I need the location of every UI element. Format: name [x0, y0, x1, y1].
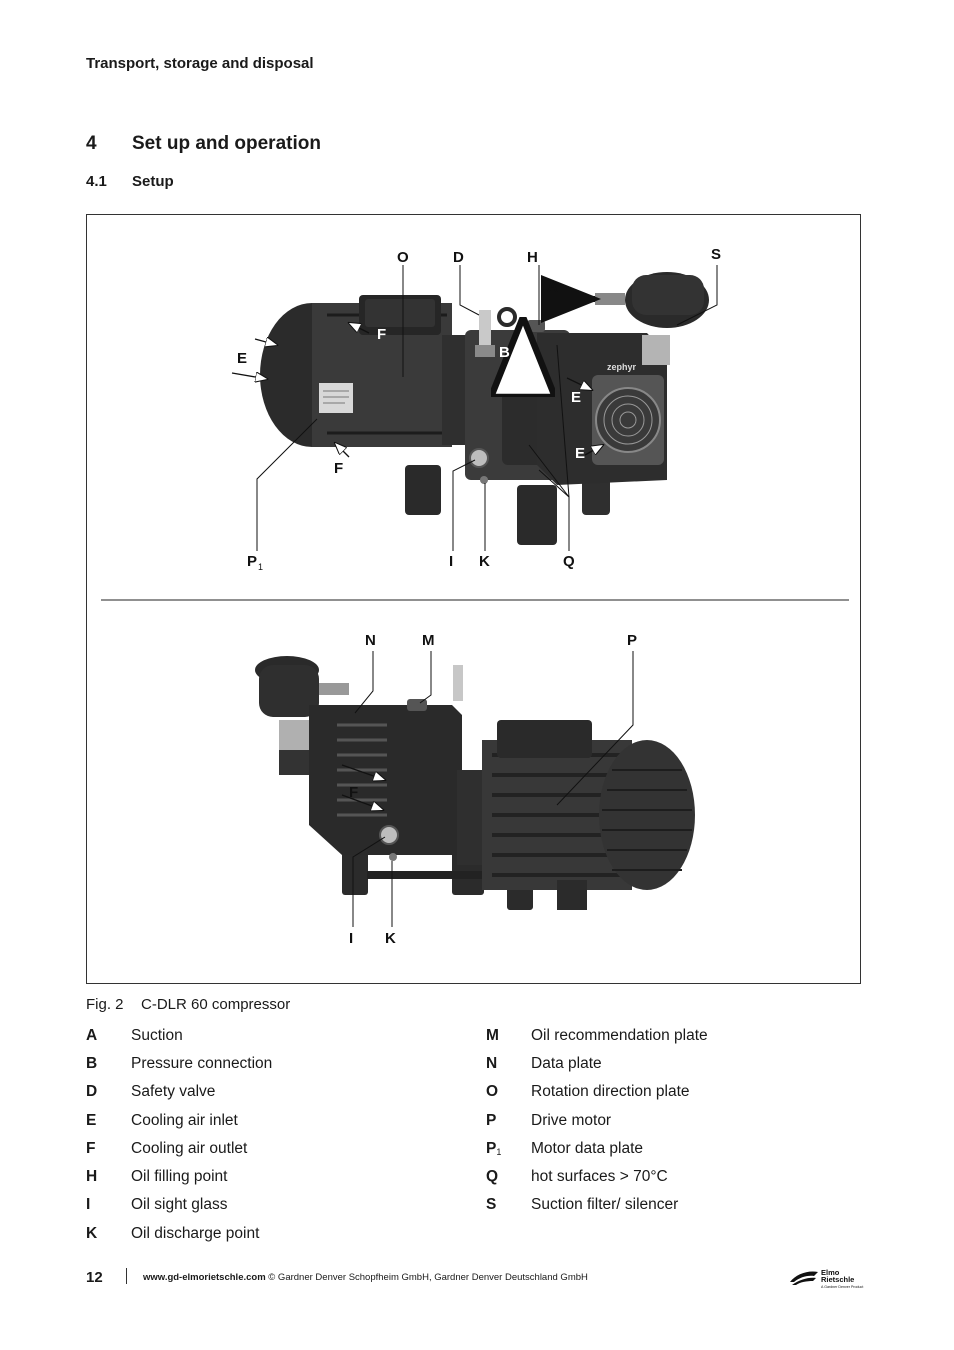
label-I: I [349, 930, 353, 947]
label-P: P [627, 632, 637, 649]
legend-text: Pressure connection [131, 1055, 273, 1072]
label-F: F [334, 460, 343, 477]
legend-key: O [486, 1083, 499, 1100]
legend-text: Oil discharge point [131, 1225, 260, 1242]
air-outlet-arrow [349, 323, 370, 334]
subsection-title: Setup [132, 173, 174, 190]
legend-text: Safety valve [131, 1083, 216, 1100]
legend-key: E [86, 1112, 97, 1129]
label-H: H [527, 249, 538, 266]
label-F: F [349, 784, 358, 801]
legend-text: Cooling air outlet [131, 1140, 248, 1157]
legend-text: Rotation direction plate [531, 1083, 690, 1100]
label-N: N [365, 632, 376, 649]
legend-key: B [86, 1055, 98, 1072]
legend-left: A Suction B Pressure connection D Safety va… [86, 1027, 466, 1247]
legend-text: Cooling air inlet [131, 1112, 238, 1129]
compressor-illustration: zephyr [101, 246, 849, 947]
page-number: 12 [86, 1269, 103, 1286]
figure-number: Fig. 2 [86, 996, 124, 1013]
legend-text: Data plate [531, 1055, 602, 1072]
legend-text: Suction filter/ silencer [531, 1196, 679, 1213]
air-outlet-arrow [341, 794, 383, 810]
logo-line2: Rietschle [821, 1275, 854, 1284]
label-Q: Q [563, 553, 575, 570]
elmo-rietschle-logo: Elmo Rietschle A Gardner Denver Product [790, 1268, 863, 1289]
figure-caption-text: C-DLR 60 compressor [141, 996, 291, 1013]
chapter-title: Set up and operation [132, 133, 321, 154]
legend-key: P [486, 1112, 497, 1129]
air-inlet-arrow [584, 445, 603, 456]
air-inlet-arrow [566, 377, 592, 390]
air-outlet-arrow [335, 443, 350, 458]
label-E: E [575, 445, 585, 462]
subsection-number: 4.1 [86, 173, 107, 190]
footer-website[interactable]: www.gd-elmorietschle.com [143, 1272, 266, 1283]
legend-key: H [86, 1168, 98, 1185]
legend-key: I [86, 1196, 91, 1213]
legend-key: P1 [486, 1140, 502, 1157]
chapter-number: 4 [86, 133, 97, 154]
legend-key: K [86, 1225, 98, 1242]
label-K: K [479, 553, 490, 570]
legend-key: F [86, 1140, 96, 1157]
legend-key: M [486, 1027, 499, 1044]
footer-copyright: © Gardner Denver Schopfheim GmbH, Gardne… [265, 1272, 588, 1283]
legend-text: Drive motor [531, 1112, 612, 1129]
footer-divider [126, 1268, 127, 1284]
label-F: F [377, 326, 386, 343]
legend-key: Q [486, 1168, 499, 1185]
label-S: S [711, 246, 721, 263]
legend-text: hot surfaces > 70°C [531, 1168, 668, 1185]
legend-key: D [86, 1083, 98, 1100]
footer-text: www.gd-elmorietschle.com © Gardner Denve… [143, 1272, 588, 1283]
logo-tagline: A Gardner Denver Product [821, 1285, 863, 1289]
label-O: O [397, 249, 409, 266]
air-outlet-arrow [341, 764, 385, 780]
bottom-leader-lines [352, 651, 634, 927]
top-leader-lines [256, 265, 718, 551]
legend-text: Motor data plate [531, 1140, 644, 1157]
label-M: M [422, 632, 435, 649]
legend-text: Oil recommendation plate [531, 1027, 708, 1044]
fan-brand: zephyr [607, 362, 637, 372]
legend-text: Oil filling point [131, 1168, 228, 1185]
legend-text: Oil sight glass [131, 1196, 228, 1213]
logo-line1: Elmo [821, 1268, 840, 1277]
label-P1-subscript: 1 [258, 562, 263, 572]
air-inlet-arrow [254, 339, 277, 345]
label-K: K [385, 930, 396, 947]
label-D: D [453, 249, 464, 266]
legend-text: Suction [131, 1027, 183, 1044]
figure-frame: zephyr [86, 214, 861, 984]
air-inlet-arrow [231, 373, 267, 379]
figure-caption: Fig. 2 C-DLR 60 compressor [86, 996, 290, 1013]
bottom-view-compressor [255, 656, 695, 910]
legend-key: A [86, 1027, 98, 1044]
label-E: E [237, 350, 247, 367]
label-A: A [547, 279, 558, 296]
label-B: B [499, 344, 510, 361]
running-header: Transport, storage and disposal [86, 55, 314, 72]
legend-right: M Oil recommendation plate N Data plate O R… [486, 1027, 866, 1227]
legend-key: S [486, 1196, 497, 1213]
label-P1: P [247, 553, 257, 570]
label-I: I [449, 553, 453, 570]
legend-key: N [486, 1055, 498, 1072]
label-E: E [571, 389, 581, 406]
